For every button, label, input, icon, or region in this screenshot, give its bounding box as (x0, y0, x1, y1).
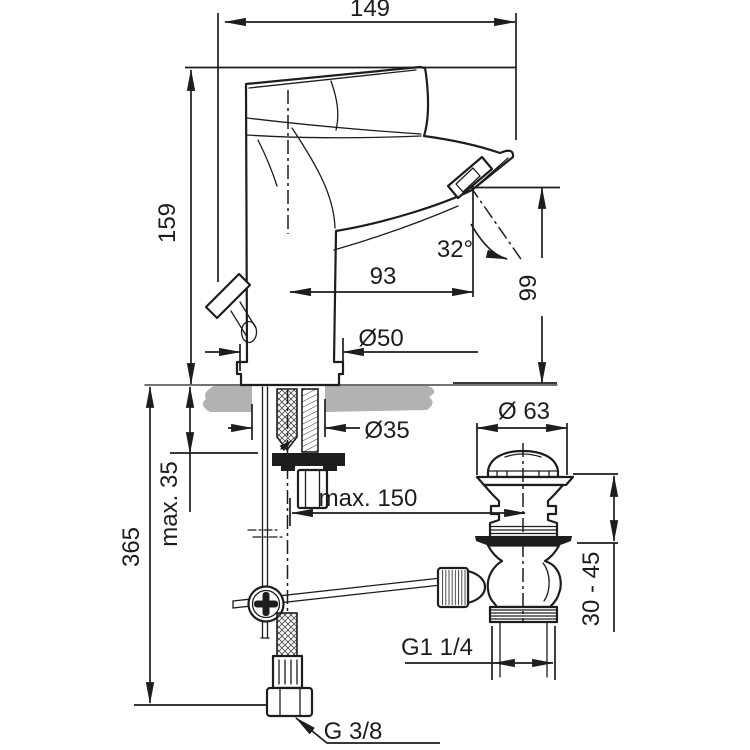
dim-label-3045: 30 - 45 (578, 552, 605, 627)
lever-hub (240, 320, 258, 344)
deck-left-piece (202, 386, 252, 412)
supply-hose (265, 612, 314, 718)
handle-top-inner-line (248, 69, 417, 89)
lever-link-line-2 (230, 310, 248, 338)
dim-32deg-arc (470, 223, 509, 260)
dim-label-d63: Ø 63 (498, 398, 550, 425)
handle-lever-open (204, 272, 252, 320)
spray-angle-line (469, 185, 524, 263)
dim-label-365: 365 (118, 527, 145, 567)
body-left-arc (257, 139, 278, 187)
countertop-deck (144, 384, 558, 412)
dim-label-149: 149 (350, 0, 390, 22)
hose-braided (276, 612, 298, 657)
clamp-screw-cross-v (262, 592, 270, 616)
handle-neck-edge (423, 73, 429, 137)
mounting-stud-threaded (301, 388, 319, 453)
dim-label-d50: Ø50 (358, 325, 403, 352)
centerlines (286, 90, 524, 622)
dim-label-max150: max. 150 (319, 485, 418, 512)
spout-inner-wall (333, 205, 459, 251)
dim-label-99: 99 (515, 275, 542, 302)
waste-gasket (475, 536, 572, 546)
deck-right-piece (325, 386, 435, 412)
dim-label-32deg: 32° (437, 236, 473, 263)
hose-hex-nut (265, 686, 314, 718)
lower-body-arc (542, 562, 550, 602)
mounting-hardware (247, 386, 345, 599)
dim-label-g114: G1 1/4 (401, 634, 473, 661)
mounting-washer (272, 453, 345, 466)
body-top-line (246, 134, 422, 139)
popup-waste-assembly (436, 449, 575, 678)
aerator-inner (455, 167, 481, 193)
faucet-body (204, 65, 515, 387)
dim-g38-leader (295, 717, 440, 744)
dim-label-max35: max. 35 (156, 461, 183, 546)
spout-tip-face (471, 157, 509, 191)
handle-front-crease (330, 80, 339, 131)
dim-label-d35: Ø35 (364, 417, 409, 444)
dimensions: 149 159 max. 35 365 93 99 32° Ø50 (118, 0, 619, 745)
body-sculpt-curve (291, 127, 336, 229)
knurled-nut-texture (440, 570, 466, 605)
dim-label-159: 159 (154, 203, 181, 243)
dim-label-g38: G 3/8 (324, 718, 383, 745)
waste-boss (466, 569, 487, 605)
popup-linkage (232, 577, 442, 639)
rod-guide-tip-arrow (279, 440, 292, 452)
waste-flange (475, 475, 575, 487)
handle-underside-line (246, 117, 422, 135)
linkage-clamp-inner (251, 589, 281, 619)
waste-lower-body (486, 544, 562, 609)
dim-label-93: 93 (370, 263, 397, 290)
washer-foot-right (323, 466, 337, 471)
